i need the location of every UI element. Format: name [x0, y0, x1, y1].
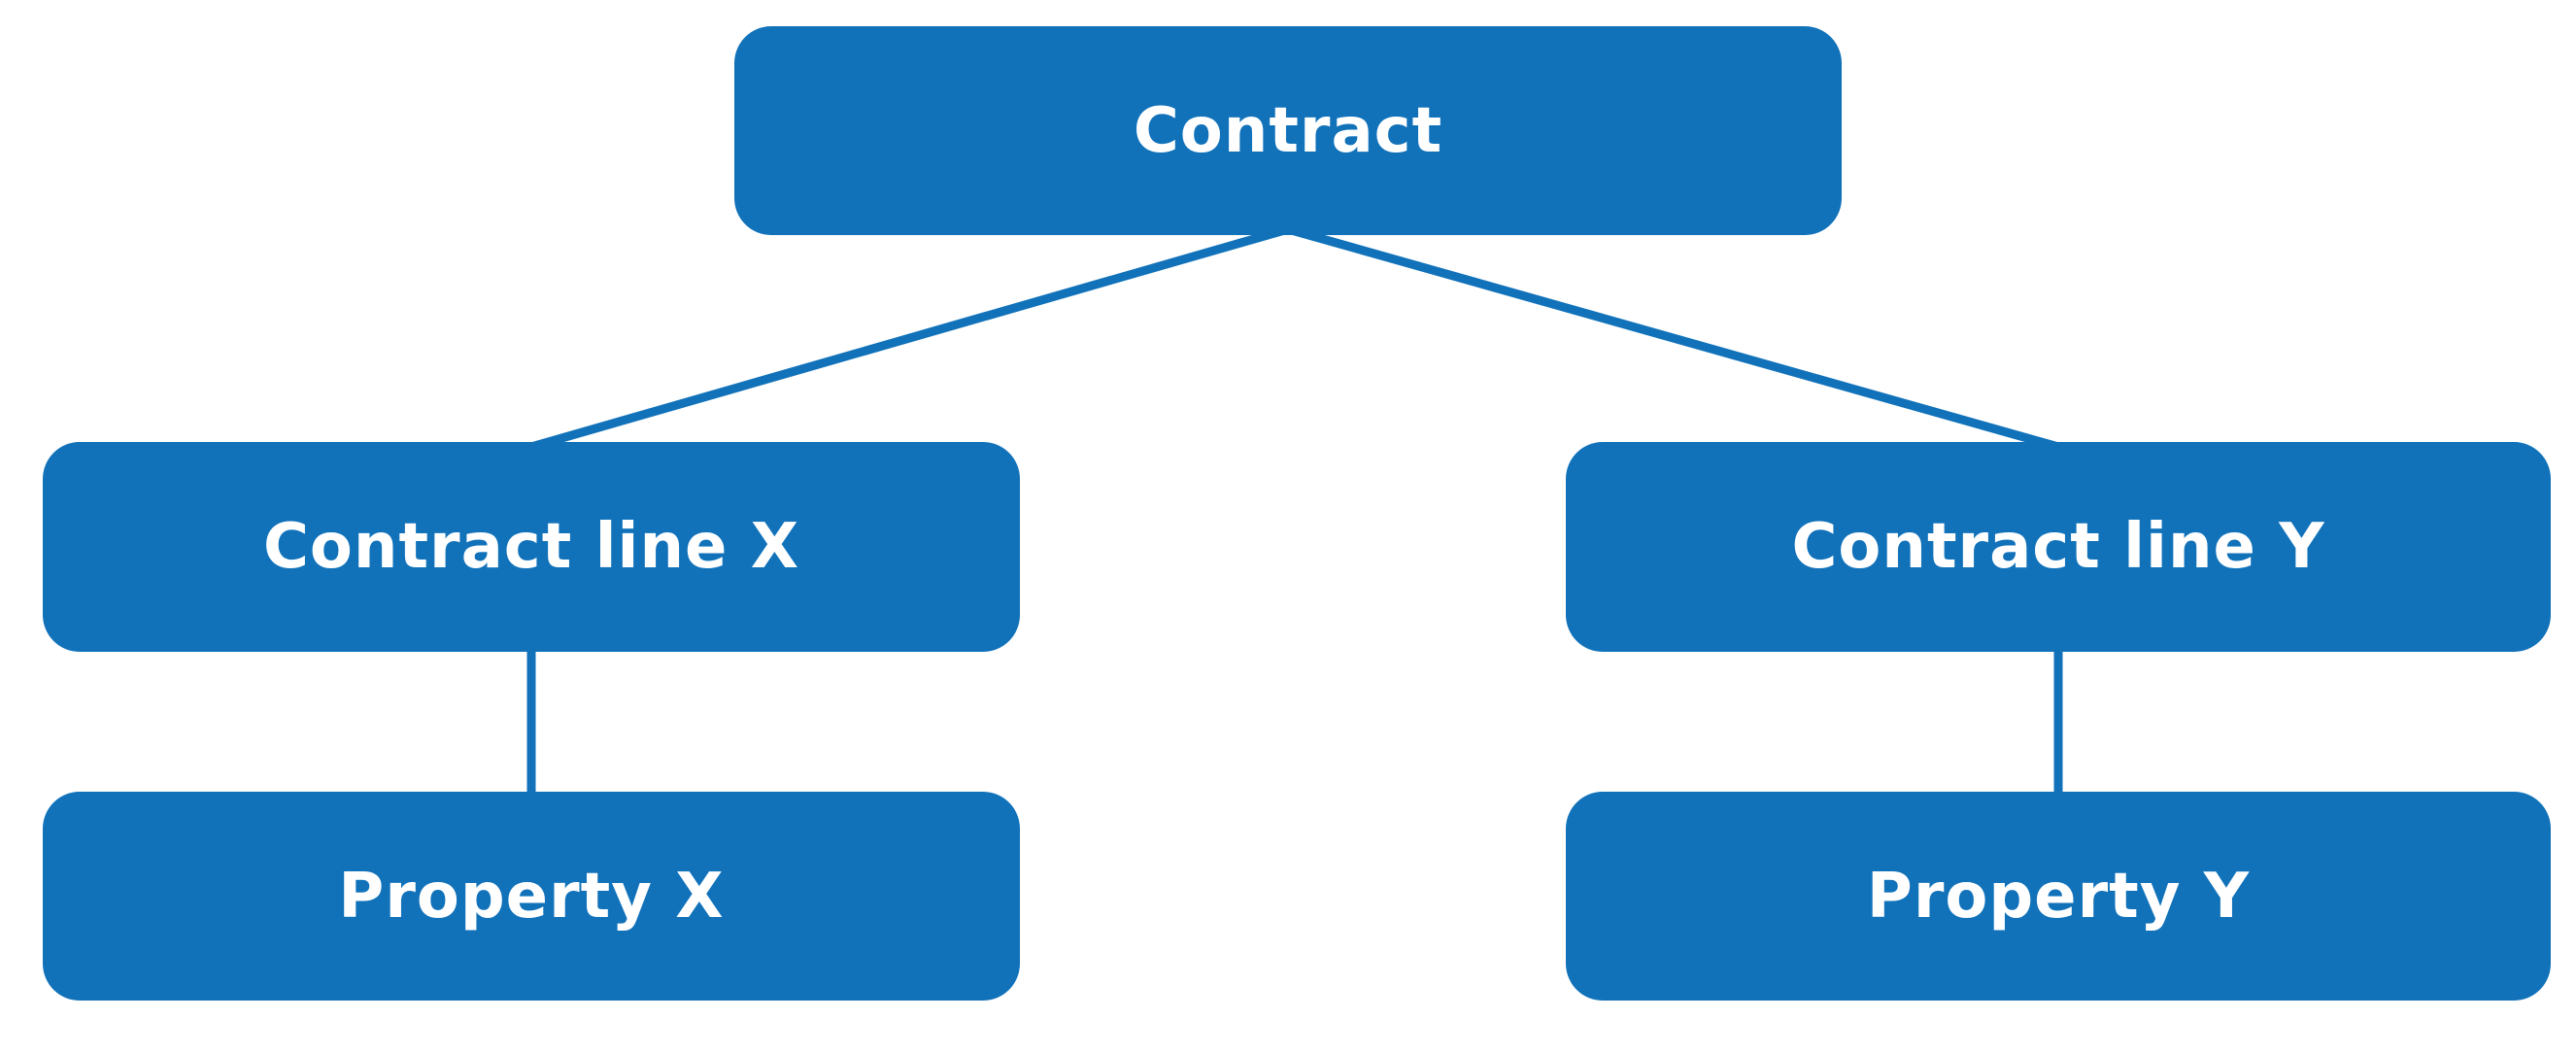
node-property-y-label: Property Y [1866, 860, 2251, 933]
node-property-x: Property X [43, 792, 1020, 1001]
edge-contract-to-contract-line-y [1286, 224, 2060, 452]
node-contract-line-y: Contract line Y [1566, 442, 2551, 652]
node-contract: Contract [734, 26, 1842, 235]
node-contract-line-x-label: Contract line X [262, 511, 800, 583]
node-contract-line-x: Contract line X [43, 442, 1020, 652]
node-contract-line-y-label: Contract line Y [1791, 511, 2325, 583]
node-property-y: Property Y [1566, 792, 2551, 1001]
node-property-x-label: Property X [338, 860, 725, 933]
node-contract-label: Contract [1133, 94, 1443, 167]
edge-contract-to-contract-line-x [529, 224, 1290, 452]
